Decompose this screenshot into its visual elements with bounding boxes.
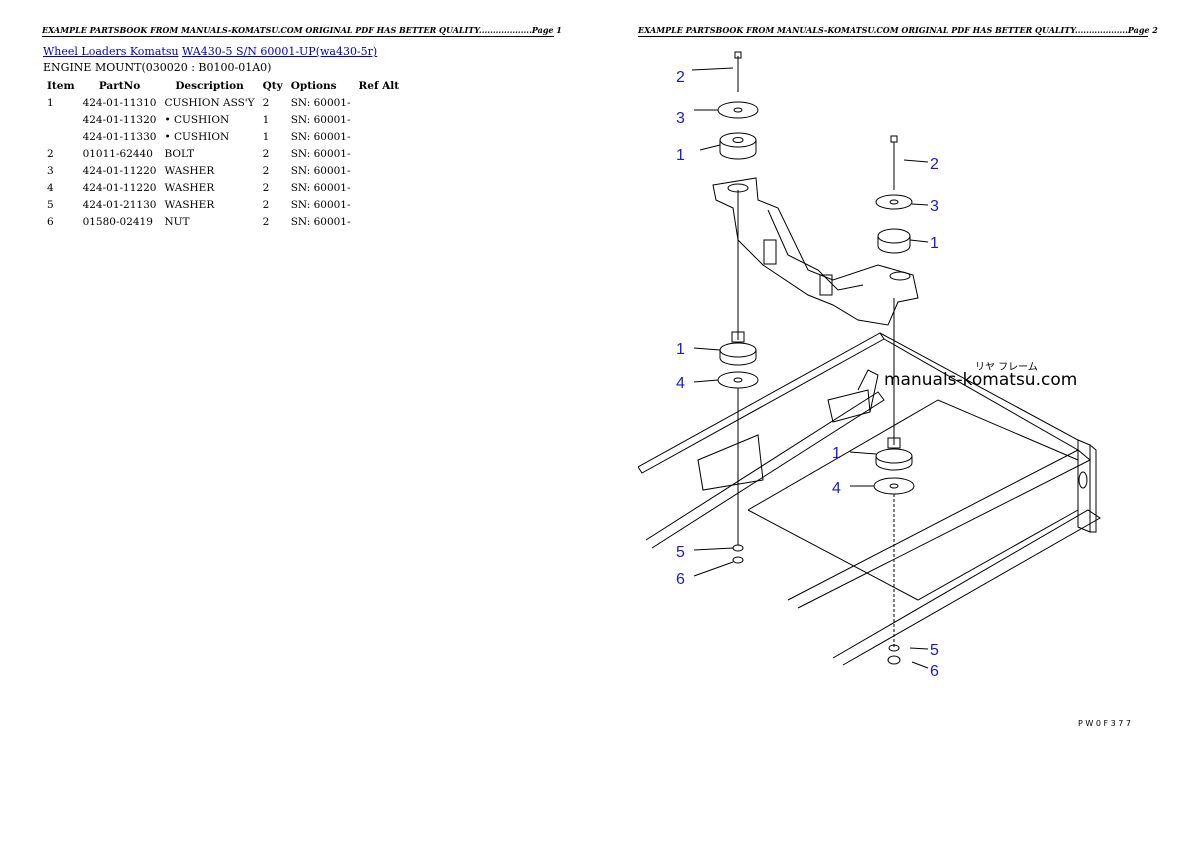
callout-label: 1	[930, 235, 939, 252]
cell-description: WASHER	[164, 181, 215, 194]
cell-ref-alt	[355, 128, 404, 145]
cell-qty: 2	[262, 215, 270, 228]
figure-code: P W 0 F 3 7 7	[1078, 719, 1131, 728]
cell-qty: 2	[262, 198, 270, 211]
cell-ref-alt	[355, 94, 404, 111]
cell-description: WASHER	[164, 164, 215, 177]
callout-label: 1	[676, 341, 685, 358]
col-qty: Qty	[262, 79, 283, 92]
cell-qty: 2	[262, 181, 270, 194]
cell-item: 5	[47, 198, 54, 211]
page2-header: EXAMPLE PARTSBOOK FROM MANUALS-KOMATSU.C…	[638, 25, 1158, 37]
page-title: ENGINE MOUNT(030020 : B0100-01A0)	[43, 61, 272, 74]
cell-ref-alt	[355, 179, 404, 196]
cell-qty: 2	[262, 147, 270, 160]
table-row: 3 424-01-11220 WASHER 2 SN: 60001-	[43, 162, 403, 179]
page1-header: EXAMPLE PARTSBOOK FROM MANUALS-KOMATSU.C…	[42, 25, 562, 37]
cell-options: SN: 60001-	[290, 96, 351, 109]
cell-ref-alt	[355, 162, 404, 179]
callout-label: 5	[930, 642, 939, 659]
callout-label: 1	[676, 147, 685, 164]
cell-ref-alt	[355, 196, 404, 213]
cell-description: • CUSHION	[164, 113, 230, 126]
callout-label: 6	[676, 571, 685, 588]
cell-qty: 1	[262, 130, 270, 143]
callout-label: 4	[676, 375, 685, 392]
cell-item	[43, 128, 79, 145]
col-description: Description	[175, 79, 244, 92]
cell-partno: 424-01-11220	[82, 181, 157, 194]
cell-item: 1	[47, 96, 54, 109]
cell-item: 4	[47, 181, 54, 194]
cell-description: CUSHION ASS'Y	[164, 96, 255, 109]
cell-description: WASHER	[164, 198, 215, 211]
col-item: Item	[47, 79, 75, 92]
callout-label: 3	[930, 198, 939, 215]
table-row: 424-01-11330 • CUSHION 1 SN: 60001-	[43, 128, 403, 145]
breadcrumb-link-model[interactable]: WA430-5 S/N 60001-UP(wa430-5r)	[182, 45, 378, 58]
cell-description: BOLT	[164, 147, 195, 160]
cell-description: • CUSHION	[164, 130, 230, 143]
cell-ref-alt	[355, 145, 404, 162]
cell-partno: 01011-62440	[82, 147, 153, 160]
table-row: 1 424-01-11310 CUSHION ASS'Y 2 SN: 60001-	[43, 94, 403, 111]
cell-item: 6	[47, 215, 54, 228]
cell-item: 2	[47, 147, 54, 160]
table-row: 2 01011-62440 BOLT 2 SN: 60001-	[43, 145, 403, 162]
col-options: Options	[290, 79, 337, 92]
breadcrumb: Wheel Loaders Komatsu WA430-5 S/N 60001-…	[43, 45, 377, 58]
table-row: 5 424-01-21130 WASHER 2 SN: 60001-	[43, 196, 403, 213]
cell-description: NUT	[164, 215, 190, 228]
col-partno: PartNo	[98, 79, 141, 92]
callout-label: 3	[676, 110, 685, 127]
table-row: 6 01580-02419 NUT 2 SN: 60001-	[43, 213, 403, 230]
cell-qty: 1	[262, 113, 270, 126]
col-ref-alt: Ref Alt	[358, 79, 400, 92]
cell-partno: 424-01-11220	[82, 164, 157, 177]
table-row: 424-01-11320 • CUSHION 1 SN: 60001-	[43, 111, 403, 128]
cell-options: SN: 60001-	[290, 130, 351, 143]
parts-table: Item PartNo Description Qty Options Ref …	[43, 77, 403, 230]
diagram-linework	[638, 51, 1101, 669]
cell-options: SN: 60001-	[290, 215, 351, 228]
cell-qty: 2	[262, 164, 270, 177]
cell-ref-alt	[355, 213, 404, 230]
cell-options: SN: 60001-	[290, 181, 351, 194]
cell-options: SN: 60001-	[290, 113, 351, 126]
cell-partno: 424-01-21130	[82, 198, 157, 211]
cell-options: SN: 60001-	[290, 198, 351, 211]
engine-mount-diagram: 2 3 1 2 3 1 1 4 1 4 5 6 5 6 リヤ フレーム manu…	[638, 51, 1131, 728]
callout-label: 5	[676, 544, 685, 561]
cell-options: SN: 60001-	[290, 164, 351, 177]
cell-ref-alt	[355, 111, 404, 128]
table-row: 4 424-01-11220 WASHER 2 SN: 60001-	[43, 179, 403, 196]
callout-label: 1	[832, 445, 841, 462]
cell-partno: 424-01-11310	[82, 96, 157, 109]
breadcrumb-link-category[interactable]: Wheel Loaders Komatsu	[43, 45, 179, 58]
cell-item	[43, 111, 79, 128]
cell-item: 3	[47, 164, 54, 177]
cell-options: SN: 60001-	[290, 147, 351, 160]
cell-partno: 424-01-11330	[82, 130, 157, 143]
callout-label: 2	[676, 69, 685, 86]
cell-partno: 424-01-11320	[82, 113, 157, 126]
watermark: manuals-komatsu.com	[884, 370, 1077, 390]
japanese-label: リヤ フレーム	[975, 361, 1038, 373]
cell-qty: 2	[262, 96, 270, 109]
callout-label: 6	[930, 663, 939, 680]
callout-label: 4	[832, 480, 841, 497]
table-header-row: Item PartNo Description Qty Options Ref …	[43, 77, 403, 94]
callout-label: 2	[930, 156, 939, 173]
cell-partno: 01580-02419	[82, 215, 153, 228]
